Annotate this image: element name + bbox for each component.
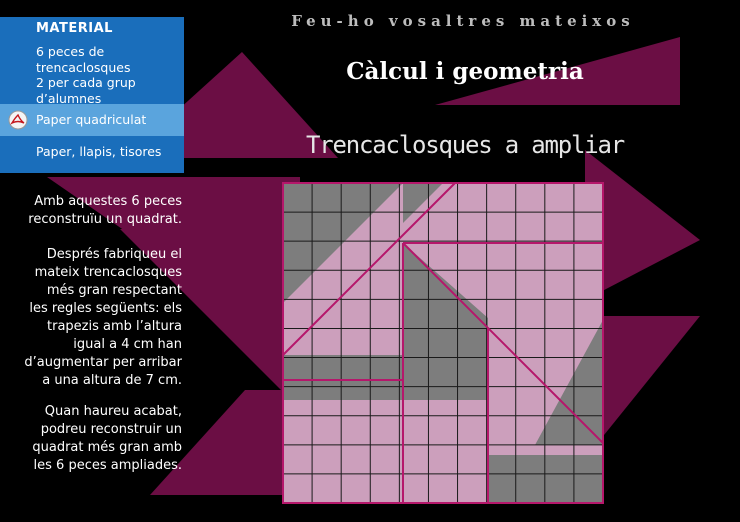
puzzle-title: Trencaclosques a ampliar: [306, 131, 625, 159]
grid-gap: [535, 320, 603, 445]
decor-triangle: [435, 37, 680, 105]
material-heading: MATERIAL: [36, 21, 113, 36]
instruction-line: quadrat més gran amb: [32, 440, 182, 455]
instruction-line: trapezis amb l’altura: [47, 319, 182, 334]
grid-gap: [403, 183, 443, 223]
puzzle-square: [282, 182, 604, 504]
instruction-line: les 6 peces ampliades.: [33, 458, 182, 473]
instruction-line: Quan haureu acabat,: [44, 404, 182, 419]
grid-gap: [403, 243, 488, 400]
instruction-step-2: Després fabriqueu el mateix trencaclosqu…: [0, 246, 182, 390]
material-line: 6 peces de: [36, 44, 105, 59]
instruction-line: igual a 4 cm han: [73, 337, 182, 352]
material-panel: MATERIAL 6 peces de trencaclosques 2 per…: [0, 17, 184, 173]
instruction-line: d’augmentar per arribar: [24, 355, 182, 370]
decor-triangle: [585, 150, 700, 300]
instruction-line: a una altura de 7 cm.: [42, 373, 182, 388]
instruction-step-3: Quan haureu acabat, podreu reconstruir u…: [0, 403, 182, 475]
material-line: d’alumnes: [36, 90, 102, 106]
instruction-line: mateix trencaclosques: [34, 265, 182, 280]
material-line: trencaclosques: [36, 59, 131, 75]
instruction-line: Amb aquestes 6 peces: [34, 194, 182, 209]
instruction-line: més gran respectant: [46, 283, 182, 298]
decor-triangle: [600, 316, 700, 440]
instruction-line: podreu reconstruir un: [40, 422, 182, 437]
instruction-line: les regles següents: els: [29, 301, 182, 316]
instruction-step-1: Amb aquestes 6 peces reconstruïu un quad…: [0, 193, 182, 229]
grid-gap: [283, 355, 403, 400]
material-item-puzzle-pieces: 6 peces de trencaclosques 2 per cada gru…: [36, 44, 136, 106]
grid-paper-link[interactable]: Paper quadriculat: [0, 104, 184, 136]
header-tagline: Feu-ho vosaltres mateixos: [291, 12, 635, 30]
grid-gap: [488, 455, 603, 503]
material-item-supplies: Paper, llapis, tisores: [36, 144, 162, 159]
page-title: Càlcul i geometria: [346, 58, 584, 85]
instruction-line: Després fabriqueu el: [46, 247, 182, 262]
material-line: 2 per cada grup: [36, 75, 136, 90]
instruction-line: reconstruïu un quadrat.: [28, 212, 182, 227]
grid-paper-label: Paper quadriculat: [36, 112, 147, 127]
grid-gap: [283, 183, 403, 303]
decor-triangle: [120, 229, 300, 409]
pdf-document-icon: [8, 110, 28, 130]
